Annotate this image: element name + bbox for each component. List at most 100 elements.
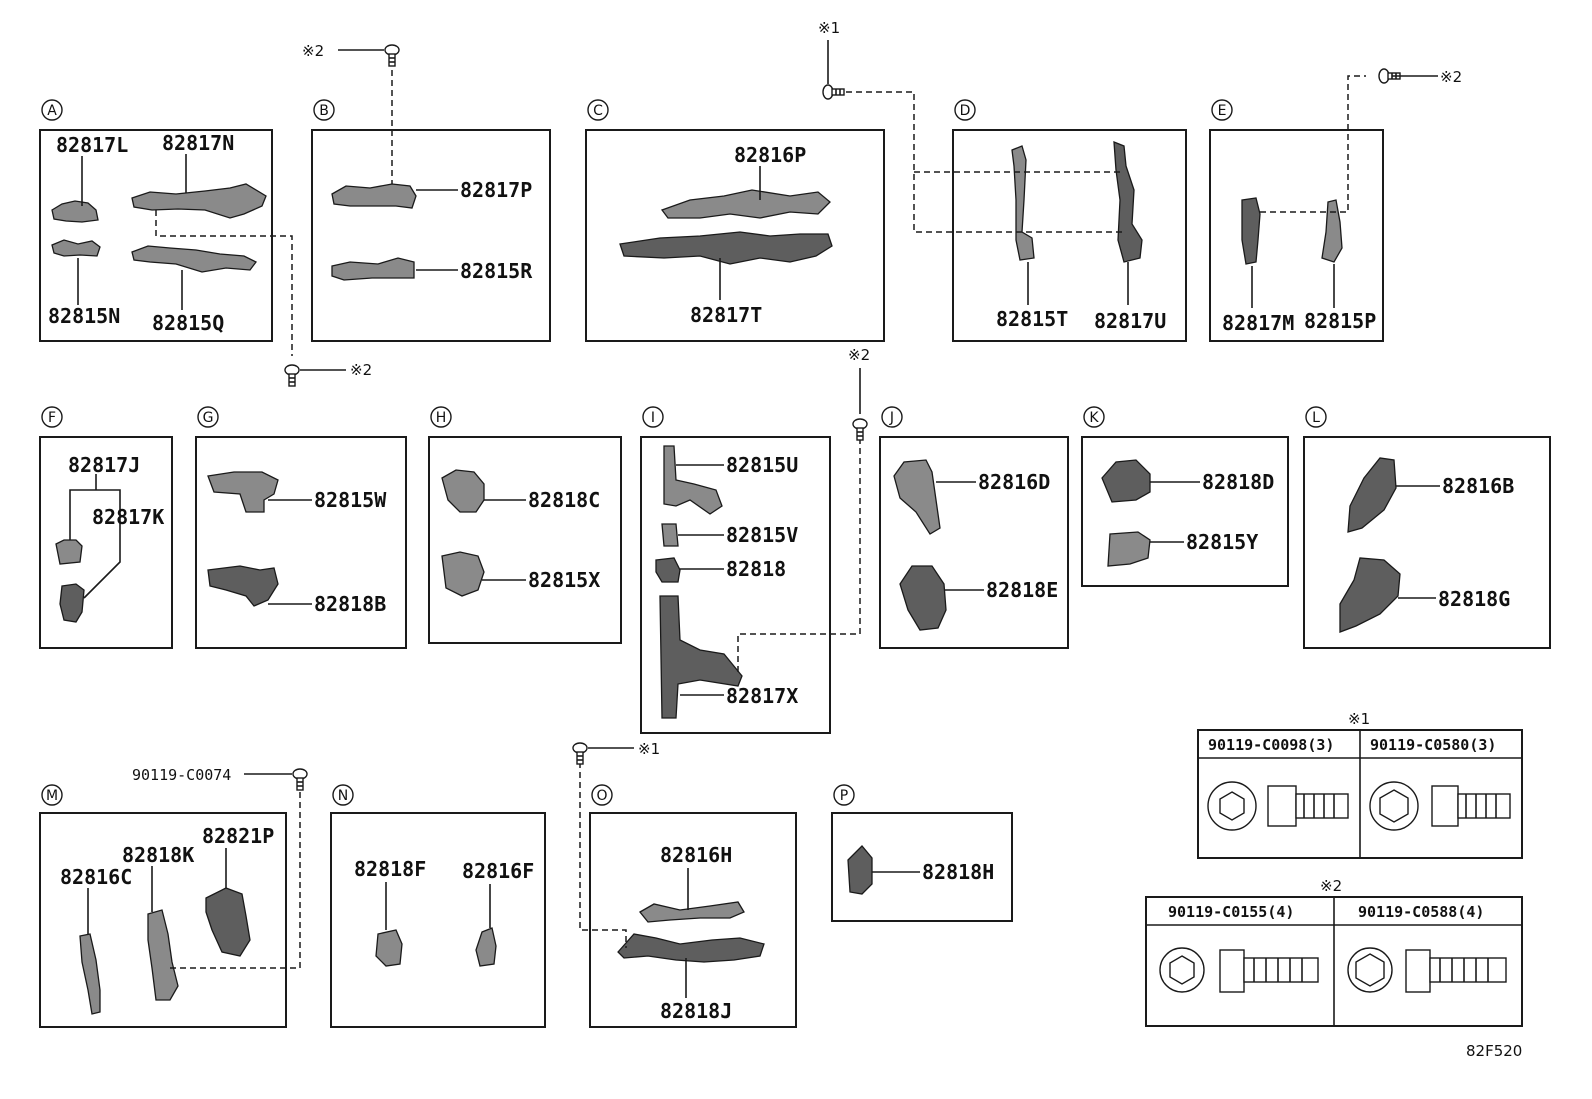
part-82815V-shape — [661, 523, 679, 547]
group-b-marker — [313, 99, 335, 121]
group-a-marker — [41, 99, 63, 121]
group-p-letter: P — [840, 788, 848, 804]
group-m-marker — [41, 784, 63, 806]
group-l: L 82816B 82818G — [1303, 406, 1551, 649]
group-f-marker — [41, 406, 63, 428]
part-82815W-label: 82815W — [314, 488, 387, 512]
bolt-head-icon — [1207, 781, 1257, 831]
group-g: G 82815W 82818B — [195, 406, 407, 649]
part-82816P-label: 82816P — [734, 143, 806, 167]
group-h: H 82818C 82815X — [428, 406, 622, 644]
bolt-table-ref2-item-1: 90119-C0155(4) — [1168, 903, 1294, 921]
part-82816H-label: 82816H — [660, 843, 732, 867]
part-82818E-label: 82818E — [986, 578, 1058, 602]
part-82818J-label: 82818J — [660, 999, 732, 1023]
bolt-table-ref2-title: ※2 — [1320, 877, 1342, 895]
group-d-marker — [954, 99, 976, 121]
group-n-frame — [330, 812, 546, 1028]
group-g-marker — [197, 406, 219, 428]
part-82818D-shape — [1101, 459, 1151, 503]
part-82815W-shape — [207, 471, 279, 513]
group-o: O 82816H 82818J — [579, 762, 797, 1028]
group-f: F 82817J 82817K — [39, 406, 173, 649]
part-82816P-shape — [660, 189, 831, 219]
group-f-letter: F — [48, 410, 56, 426]
part-82817M-label: 82817M — [1222, 311, 1294, 335]
part-82817K-label: 82817K — [92, 505, 164, 529]
part-82815R-label: 82815R — [460, 259, 533, 283]
part-82821P-shape — [205, 887, 251, 957]
group-k-marker — [1083, 406, 1105, 428]
group-g-frame — [195, 436, 407, 649]
group-i: I 82815U 82815V 82818 82817X — [640, 406, 861, 734]
part-82815X-shape — [441, 551, 485, 597]
bolt-table-ref1-item-1: 90119-C0098(3) — [1208, 736, 1334, 754]
group-n: N 82818F 82816F — [330, 784, 546, 1028]
part-82815N-shape — [51, 239, 101, 257]
group-o-frame — [589, 812, 797, 1028]
part-82815U-shape — [663, 445, 723, 515]
group-m-letter: M — [46, 788, 58, 804]
part-82817X-label: 82817X — [726, 684, 798, 708]
group-e-marker — [1211, 99, 1233, 121]
group-l-marker — [1305, 406, 1327, 428]
part-82817J-shape — [55, 539, 83, 565]
part-82818-shape — [655, 557, 681, 583]
part-82818E-shape — [899, 565, 947, 631]
bolt-icon — [292, 768, 308, 791]
bolt-table-ref2: ※2 90119-C0155(4) 90119-C0588(4) — [1145, 877, 1523, 1027]
part-82816B-label: 82816B — [1442, 474, 1514, 498]
bolt-side-icon — [1405, 949, 1507, 993]
group-j: J 82816D 82818E — [879, 406, 1069, 649]
part-82815U-label: 82815U — [726, 453, 798, 477]
part-82818G-shape — [1339, 557, 1401, 633]
group-i-marker — [642, 406, 664, 428]
bolt-ref2-label-e: ※2 — [1440, 68, 1462, 86]
group-j-letter: J — [889, 410, 894, 426]
part-82815P-label: 82815P — [1304, 309, 1376, 333]
part-82817L-shape — [51, 200, 99, 223]
group-e-letter: E — [1218, 103, 1227, 119]
bolt-icon — [284, 364, 300, 387]
part-82818B-label: 82818B — [314, 592, 386, 616]
part-82818H-label: 82818H — [922, 860, 994, 884]
part-82815T-label: 82815T — [996, 307, 1068, 331]
part-82817K-shape — [59, 583, 85, 623]
group-g-letter: G — [203, 410, 214, 426]
part-82821P-label: 82821P — [202, 824, 274, 848]
bolt-table-ref2-item-2: 90119-C0588(4) — [1358, 903, 1484, 921]
group-d-letter: D — [960, 103, 971, 119]
part-82816H-shape — [639, 901, 745, 923]
group-l-letter: L — [1312, 410, 1320, 426]
bolt-side-icon — [1267, 785, 1349, 827]
bolt-head-icon — [1369, 781, 1419, 831]
part-82815V-label: 82815V — [726, 523, 798, 547]
part-82818F-shape — [375, 929, 403, 967]
bolt-ref2-label-a: ※2 — [350, 361, 372, 379]
group-n-letter: N — [338, 788, 348, 804]
bolt-head-icon — [1159, 947, 1205, 993]
group-k: K 82818D 82815Y — [1081, 406, 1289, 587]
group-b-letter: B — [319, 103, 329, 119]
part-82817P-label: 82817P — [460, 178, 532, 202]
bolt-icon — [384, 44, 400, 67]
part-82817T-label: 82817T — [690, 303, 762, 327]
part-82818-label: 82818 — [726, 557, 786, 581]
group-d: D 82815T 82817U — [846, 91, 1187, 342]
part-82817N-label: 82817N — [162, 131, 234, 155]
bolt-table-ref1-item-2: 90119-C0580(3) — [1370, 736, 1496, 754]
group-b-frame — [311, 129, 551, 342]
diagram-code: 82F520 — [1466, 1042, 1522, 1060]
part-82815Q-shape — [131, 245, 257, 273]
group-o-letter: O — [596, 788, 607, 804]
part-82815N-label: 82815N — [48, 304, 120, 328]
bolt-side-icon — [1431, 785, 1511, 827]
group-p-marker — [833, 784, 855, 806]
part-82815X-label: 82815X — [528, 568, 600, 592]
part-82817M-shape — [1241, 197, 1261, 265]
part-82817X-shape — [659, 595, 743, 719]
group-c-marker — [587, 99, 609, 121]
bolt-ref2-label-i: ※2 — [848, 346, 870, 364]
bolt-ref1-label-d: ※1 — [818, 19, 840, 37]
part-82815P-shape — [1321, 199, 1343, 263]
